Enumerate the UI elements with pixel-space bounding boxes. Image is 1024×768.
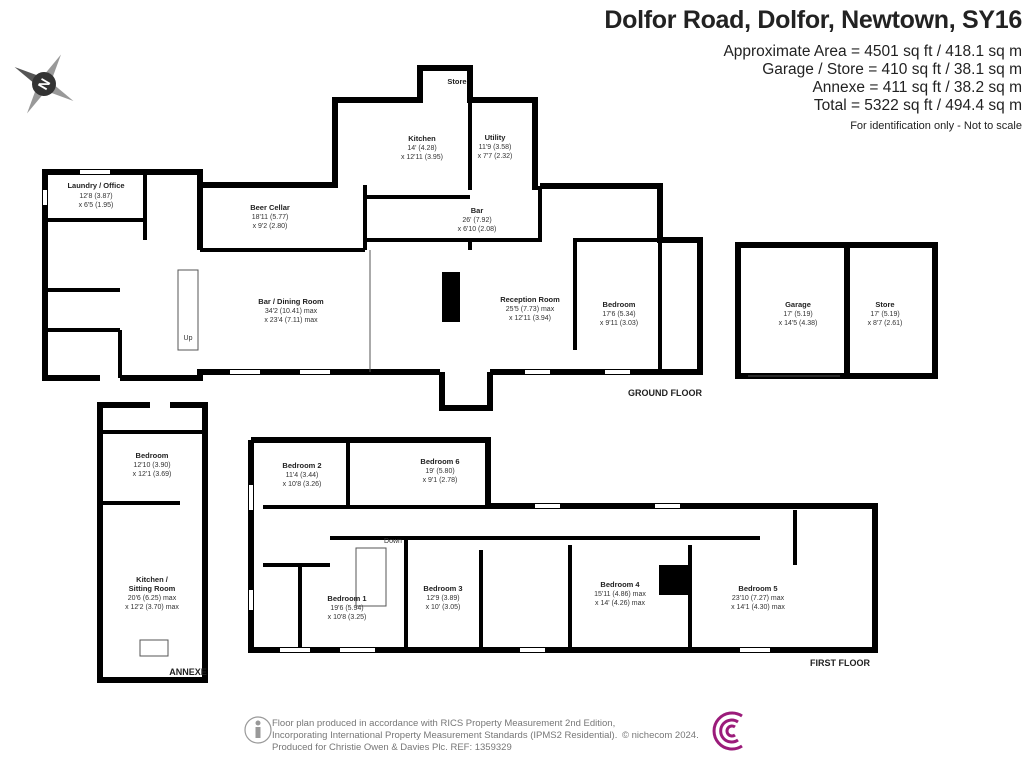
svg-text:15'11 (4.86) max: 15'11 (4.86) max [594,591,646,598]
svg-text:Bar: Bar [471,206,484,215]
footer-line-2: Incorporating International Property Mea… [272,730,618,741]
svg-text:23'10 (7.27) max: 23'10 (7.27) max [732,595,785,602]
footer-line-1: Floor plan produced in accordance with R… [272,718,616,729]
room-bedroom-4: Bedroom 4 15'11 (4.86) max x 14' (4.26) … [594,580,646,607]
ground-floor-label: GROUND FLOOR [628,388,702,398]
svg-text:Bedroom 2: Bedroom 2 [282,461,321,470]
annexe-label: ANNEXE [169,667,207,677]
svg-text:x 23'4 (7.11) max: x 23'4 (7.11) max [264,317,318,324]
room-bedroom-5: Bedroom 5 23'10 (7.27) max x 14'1 (4.30)… [731,584,785,611]
person-measure-icon [244,716,272,744]
svg-text:Reception Room: Reception Room [500,295,560,304]
svg-text:20'6 (6.25) max: 20'6 (6.25) max [128,595,177,602]
svg-text:x 14'1 (4.30) max: x 14'1 (4.30) max [731,604,785,611]
svg-text:x 12'11 (3.94): x 12'11 (3.94) [509,315,551,322]
room-bedroom-2: Bedroom 2 11'4 (3.44) x 10'8 (3.26) [282,461,321,488]
svg-text:Bar / Dining Room: Bar / Dining Room [258,297,324,306]
svg-text:11'4 (3.44): 11'4 (3.44) [286,472,319,479]
room-store-garage: Store 17' (5.19) x 8'7 (2.61) [868,300,903,327]
room-utility: Utility 11'9 (3.58) x 7'7 (2.32) [478,133,513,160]
room-bedroom-ground: Bedroom 17'6 (5.34) x 9'11 (3.03) [600,300,638,327]
garage-walls [735,242,938,379]
svg-text:26' (7.92): 26' (7.92) [462,217,491,224]
svg-text:x 7'7 (2.32): x 7'7 (2.32) [478,153,513,160]
svg-text:19'6 (5.94): 19'6 (5.94) [330,605,363,612]
svg-text:17'6 (5.34): 17'6 (5.34) [602,311,635,318]
svg-text:Bedroom: Bedroom [136,451,169,460]
room-beer-cellar: Beer Cellar 18'11 (5.77) x 9'2 (2.80) [250,203,290,230]
room-laundry-office: Laundry / Office 12'8 (3.87) x 6'5 (1.95… [67,181,124,209]
svg-text:Bedroom 4: Bedroom 4 [600,580,640,589]
compass-north-icon [14,54,74,114]
svg-text:x 9'1 (2.78): x 9'1 (2.78) [423,477,458,484]
svg-text:x 6'5 (1.95): x 6'5 (1.95) [79,202,114,209]
first-floor-walls [248,437,878,653]
svg-text:11'9 (3.58): 11'9 (3.58) [479,144,512,151]
svg-text:25'5 (7.73) max: 25'5 (7.73) max [506,306,555,313]
svg-text:19' (5.80): 19' (5.80) [425,468,454,475]
svg-text:Bedroom 6: Bedroom 6 [420,457,459,466]
room-bedroom-1: Bedroom 1 19'6 (5.94) x 10'8 (3.25) [327,594,366,621]
svg-text:Bedroom 3: Bedroom 3 [423,584,462,593]
room-bedroom-6: Bedroom 6 19' (5.80) x 9'1 (2.78) [420,457,459,484]
svg-text:Garage: Garage [785,300,811,309]
room-bar: Bar 26' (7.92) x 6'10 (2.08) [458,206,497,233]
svg-text:Utility: Utility [485,133,507,142]
svg-text:34'2 (10.41) max: 34'2 (10.41) max [265,308,318,315]
svg-text:12'9 (3.89): 12'9 (3.89) [426,595,459,602]
area-annexe: Annexe = 411 sq ft / 38.2 sq m [812,79,1022,96]
copyright: © nichecom 2024. [622,730,699,741]
ground-floor-walls [42,65,703,411]
footer-line-3: Produced for Christie Owen & Davies Plc.… [272,742,512,753]
svg-text:Kitchen: Kitchen [408,134,436,143]
svg-text:Bedroom 5: Bedroom 5 [738,584,777,593]
header: Dolfor Road, Dolfor, Newtown, SY16 Appro… [604,6,1022,132]
area-total: Total = 5322 sq ft / 494.4 sq m [813,97,1022,114]
room-bedroom-3: Bedroom 3 12'9 (3.89) x 10' (3.05) [423,584,462,611]
room-reception: Reception Room 25'5 (7.73) max x 12'11 (… [500,295,560,322]
svg-text:14' (4.28): 14' (4.28) [407,145,436,152]
room-annexe-bedroom: Bedroom 12'10 (3.90) x 12'1 (3.69) [133,451,172,478]
room-kitchen: Kitchen 14' (4.28) x 12'11 (3.95) [401,134,443,161]
nichecom-logo [712,711,743,751]
svg-text:x 14'5 (4.38): x 14'5 (4.38) [779,320,818,327]
svg-text:x 12'11 (3.95): x 12'11 (3.95) [401,154,443,161]
disclaimer: For identification only - Not to scale [850,120,1022,132]
svg-text:x 8'7 (2.61): x 8'7 (2.61) [868,320,903,327]
room-store-small: Store [447,77,466,86]
svg-text:Store: Store [875,300,894,309]
stairs-up-label: Up [184,335,193,342]
svg-text:Beer Cellar: Beer Cellar [250,203,290,212]
svg-text:18'11 (5.77): 18'11 (5.77) [252,214,289,221]
svg-text:x 9'2 (2.80): x 9'2 (2.80) [253,223,288,230]
stairs-down-label: Down [384,538,402,545]
svg-text:Kitchen /: Kitchen / [136,575,169,584]
svg-text:12'8 (3.87): 12'8 (3.87) [79,193,112,200]
svg-text:12'10 (3.90): 12'10 (3.90) [133,462,170,469]
first-floor-label: FIRST FLOOR [810,658,870,668]
svg-text:x 10'8 (3.26): x 10'8 (3.26) [283,481,322,488]
svg-text:x 12'2 (3.70) max: x 12'2 (3.70) max [125,604,179,611]
room-bar-dining: Bar / Dining Room 34'2 (10.41) max x 23'… [258,297,324,324]
room-annexe-kitchen-sitting: Kitchen / Sitting Room 20'6 (6.25) max x… [125,575,179,611]
svg-text:Laundry / Office: Laundry / Office [67,181,124,190]
svg-text:17' (5.19): 17' (5.19) [870,311,899,318]
room-garage: Garage 17' (5.19) x 14'5 (4.38) [779,300,818,327]
footer-text: Floor plan produced in accordance with R… [272,718,617,754]
svg-text:Bedroom: Bedroom [603,300,636,309]
svg-text:x 12'1 (3.69): x 12'1 (3.69) [133,471,172,478]
svg-text:17' (5.19): 17' (5.19) [783,311,812,318]
annexe-walls [97,402,208,683]
svg-text:Bedroom 1: Bedroom 1 [327,594,366,603]
svg-text:Sitting Room: Sitting Room [129,584,176,593]
svg-text:x 9'11 (3.03): x 9'11 (3.03) [600,320,638,327]
svg-text:x 10' (3.05): x 10' (3.05) [426,604,461,611]
area-approximate: Approximate Area = 4501 sq ft / 418.1 sq… [723,43,1022,60]
svg-text:x 6'10 (2.08): x 6'10 (2.08) [458,226,497,233]
svg-text:x 10'8 (3.25): x 10'8 (3.25) [328,614,367,621]
property-title: Dolfor Road, Dolfor, Newtown, SY16 [604,6,1022,34]
svg-text:x 14' (4.26) max: x 14' (4.26) max [595,600,645,607]
area-garage-store: Garage / Store = 410 sq ft / 38.1 sq m [762,61,1022,78]
